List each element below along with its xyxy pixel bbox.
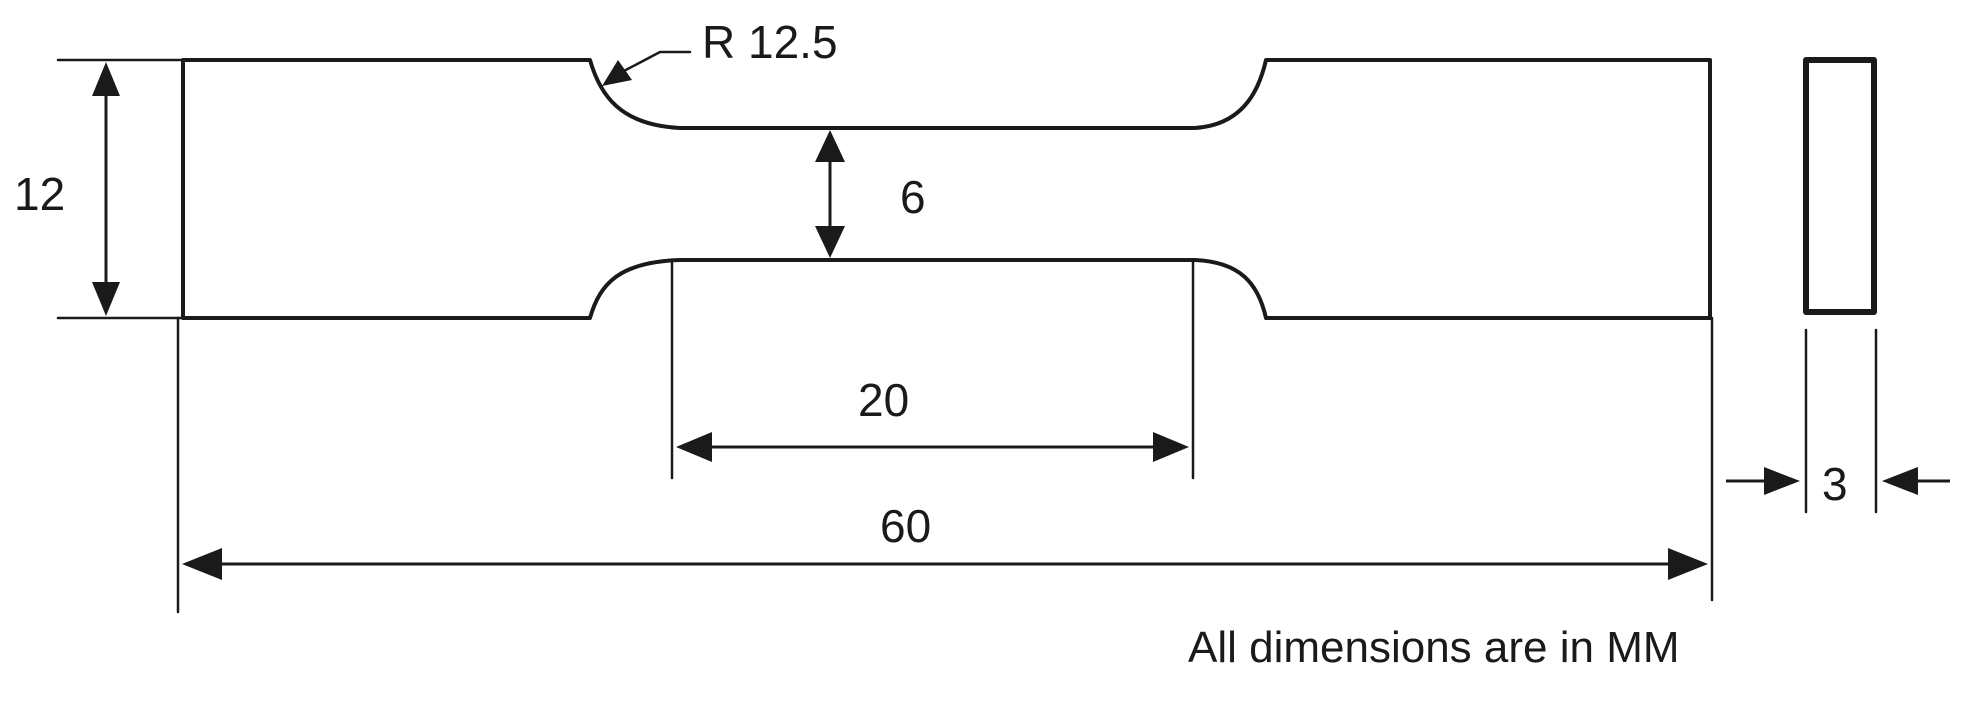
dimension-overall-width: [92, 62, 120, 316]
radius-label: R 12.5: [702, 16, 838, 68]
cross-section-view: [1803, 57, 1877, 315]
units-note: All dimensions are in MM: [1188, 623, 1680, 672]
radius-leader: [602, 50, 692, 86]
overall-width-label: 12: [14, 168, 65, 220]
dimension-gauge-length: [676, 432, 1189, 462]
dimension-gauge-width: [815, 130, 845, 258]
dimension-thickness: [1726, 467, 1950, 495]
specimen-outline: [181, 58, 1712, 320]
gauge-width-label: 6: [900, 171, 926, 223]
dimension-overall-length: [182, 548, 1708, 580]
thickness-label: 3: [1822, 458, 1848, 510]
overall-length-label: 60: [880, 500, 931, 552]
gauge-length-label: 20: [858, 374, 909, 426]
